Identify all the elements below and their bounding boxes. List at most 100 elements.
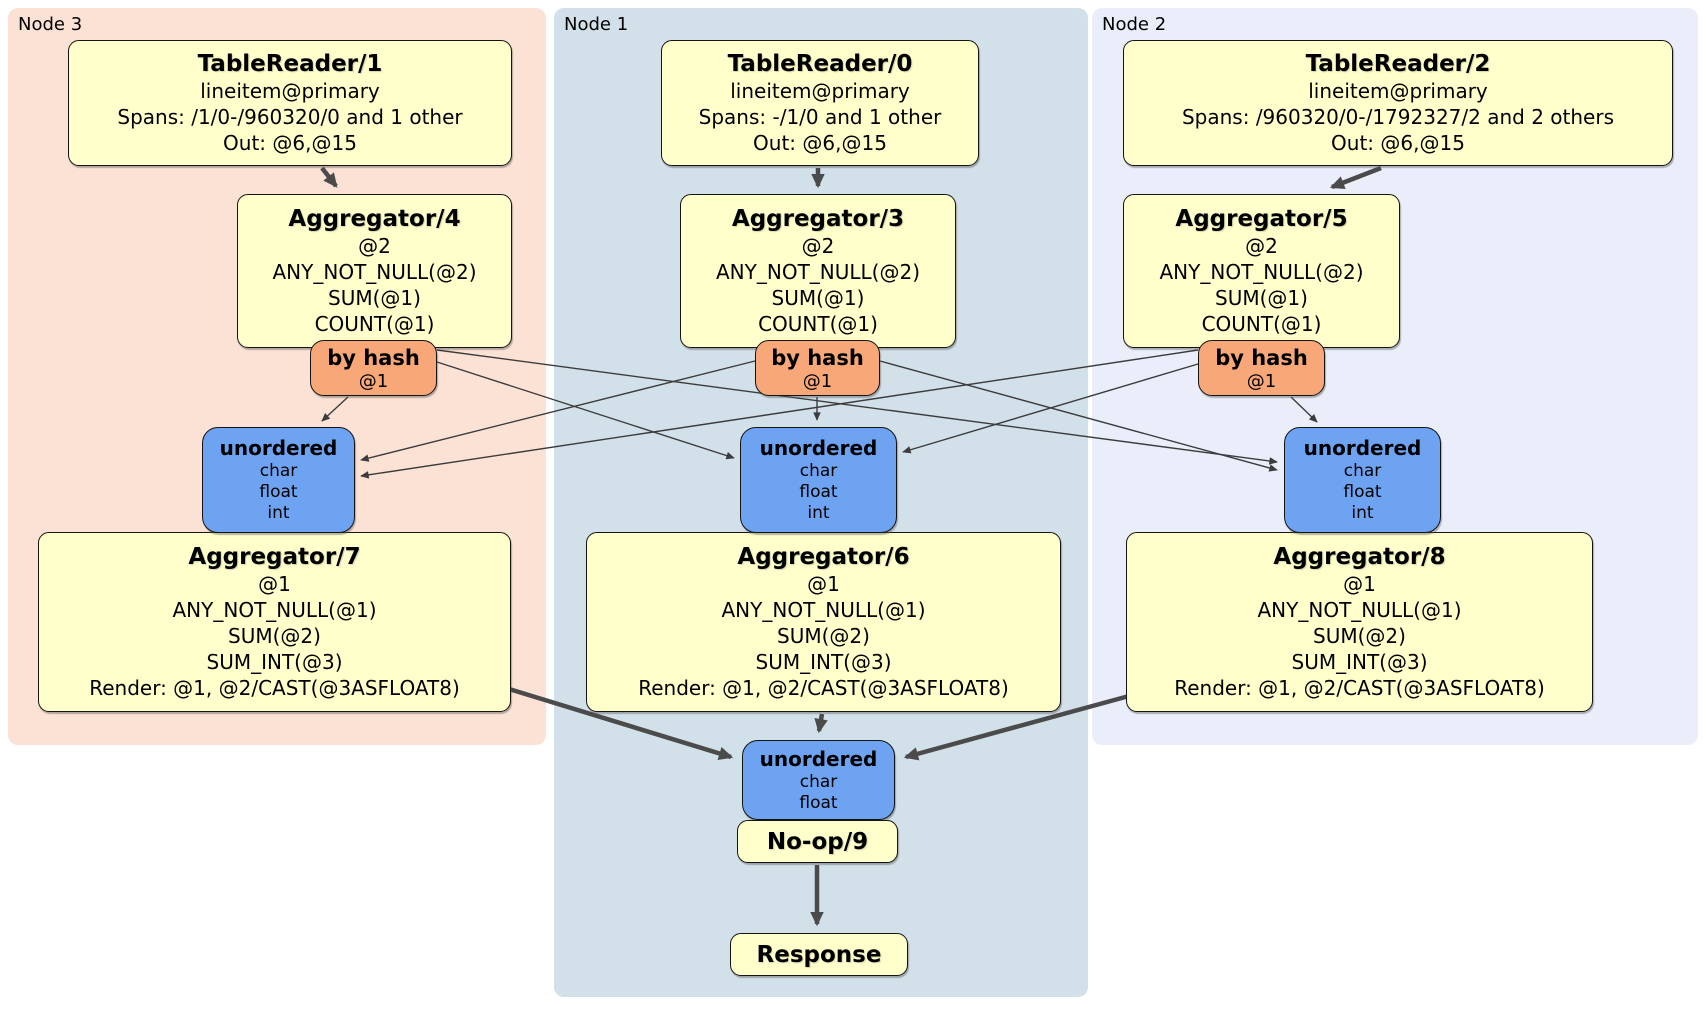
agg-group-cols: @2 <box>1245 234 1278 258</box>
agg-fn: COUNT(@1) <box>758 312 878 336</box>
agg-fn: COUNT(@1) <box>1201 312 1322 336</box>
router-title: by hash <box>771 345 864 370</box>
sync-title: unordered <box>759 746 878 771</box>
router-by-hash-node2: by hash @1 <box>1198 340 1325 396</box>
agg-fn: COUNT(@1) <box>314 312 435 336</box>
sync-unordered-node1: unordered char float int <box>740 427 897 533</box>
processor-title: No-op/9 <box>766 828 869 855</box>
sync-col: float <box>259 482 298 502</box>
processor-response: Response <box>730 933 908 976</box>
processor-index: lineitem@primary <box>730 79 910 103</box>
edge-hash2-sync3 <box>360 349 1199 479</box>
edge-hash3-sync3 <box>321 396 349 422</box>
processor-aggregator-8: Aggregator/8 @1 ANY_NOT_NULL(@1) SUM(@2)… <box>1126 532 1593 712</box>
processor-tablereader-1: TableReader/1 lineitem@primary Spans: /1… <box>68 40 512 166</box>
processor-out: Out: @6,@15 <box>223 131 357 155</box>
agg-render: Render: @1, @2/CAST(@3ASFLOAT8) <box>89 676 460 700</box>
edge-agg8-syncfinal <box>903 693 1130 761</box>
processor-title: Aggregator/8 <box>1273 544 1446 570</box>
agg-fn: SUM(@1) <box>328 286 421 310</box>
router-cols: @1 <box>1246 370 1277 392</box>
agg-fn: SUM(@2) <box>777 624 870 648</box>
processor-spans: Spans: /1/0-/960320/0 and 1 other <box>117 105 463 129</box>
agg-fn: SUM(@1) <box>1215 286 1308 310</box>
processor-title: Response <box>756 941 882 968</box>
router-title: by hash <box>1215 345 1308 370</box>
sync-col: int <box>1351 503 1374 523</box>
processor-title: TableReader/0 <box>727 51 913 77</box>
edge-hash1-sync2 <box>879 360 1278 472</box>
processor-title: Aggregator/3 <box>731 206 905 232</box>
processor-index: lineitem@primary <box>200 79 380 103</box>
processor-tablereader-2: TableReader/2 lineitem@primary Spans: /9… <box>1123 40 1673 166</box>
router-title: by hash <box>327 345 420 370</box>
processor-spans: Spans: -/1/0 and 1 other <box>698 105 942 129</box>
sync-col: char <box>799 461 838 481</box>
processor-out: Out: @6,@15 <box>753 131 887 155</box>
region-node2-label: Node 2 <box>1102 14 1167 35</box>
processor-title: Aggregator/5 <box>1175 206 1348 232</box>
processor-aggregator-3: Aggregator/3 @2 ANY_NOT_NULL(@2) SUM(@1)… <box>680 194 956 348</box>
agg-fn: SUM_INT(@3) <box>206 650 343 674</box>
processor-title: Aggregator/4 <box>288 206 461 232</box>
processor-title: Aggregator/6 <box>737 544 910 570</box>
agg-fn: ANY_NOT_NULL(@2) <box>716 260 920 284</box>
edge-hash3-sync2 <box>436 349 1278 465</box>
region-node1-label: Node 1 <box>564 14 629 35</box>
sync-col: float <box>799 792 838 813</box>
sync-col: float <box>1343 482 1382 502</box>
edge-agg6-syncfinal <box>814 713 828 734</box>
agg-group-cols: @1 <box>258 572 291 596</box>
sync-col: char <box>259 461 298 481</box>
processor-index: lineitem@primary <box>1308 79 1488 103</box>
processor-spans: Spans: /960320/0-/1792327/2 and 2 others <box>1181 105 1614 129</box>
agg-fn: SUM(@2) <box>1313 624 1406 648</box>
edge-tr2-agg5 <box>1329 165 1382 190</box>
agg-group-cols: @2 <box>358 234 391 258</box>
router-by-hash-node1: by hash @1 <box>755 340 880 396</box>
sync-title: unordered <box>219 436 338 460</box>
processor-tablereader-0: TableReader/0 lineitem@primary Spans: -/… <box>661 40 979 166</box>
agg-group-cols: @1 <box>807 572 840 596</box>
agg-fn: ANY_NOT_NULL(@2) <box>1159 260 1364 284</box>
agg-fn: SUM_INT(@3) <box>755 650 892 674</box>
sync-unordered-final: unordered char float <box>742 740 895 820</box>
agg-render: Render: @1, @2/CAST(@3ASFLOAT8) <box>1174 676 1545 700</box>
agg-fn: SUM(@2) <box>228 624 321 648</box>
sync-col: char <box>1343 461 1382 481</box>
agg-fn: ANY_NOT_NULL(@1) <box>172 598 377 622</box>
agg-group-cols: @2 <box>801 234 835 258</box>
router-by-hash-node3: by hash @1 <box>310 340 437 396</box>
processor-noop-9: No-op/9 <box>737 820 898 863</box>
region-node3-label: Node 3 <box>18 14 83 35</box>
sync-title: unordered <box>759 436 878 460</box>
edge-tr1-agg4 <box>320 166 338 188</box>
processor-aggregator-6: Aggregator/6 @1 ANY_NOT_NULL(@1) SUM(@2)… <box>586 532 1061 712</box>
processor-aggregator-4: Aggregator/4 @2 ANY_NOT_NULL(@2) SUM(@1)… <box>237 194 512 348</box>
router-cols: @1 <box>358 370 389 392</box>
agg-group-cols: @1 <box>1343 572 1376 596</box>
edge-hash3-sync1 <box>436 361 735 460</box>
agg-fn: SUM_INT(@3) <box>1291 650 1428 674</box>
sync-unordered-node2: unordered char float int <box>1284 427 1441 533</box>
sync-col: int <box>267 503 290 523</box>
router-cols: @1 <box>802 370 833 392</box>
processor-title: TableReader/1 <box>197 51 383 77</box>
sync-unordered-node3: unordered char float int <box>202 427 355 533</box>
processor-aggregator-7: Aggregator/7 @1 ANY_NOT_NULL(@1) SUM(@2)… <box>38 532 511 712</box>
edge-hash2-sync2 <box>1290 396 1318 423</box>
agg-fn: ANY_NOT_NULL(@1) <box>1257 598 1462 622</box>
agg-fn: SUM(@1) <box>771 286 865 310</box>
sync-col: int <box>807 503 830 523</box>
agg-fn: ANY_NOT_NULL(@1) <box>721 598 926 622</box>
sync-title: unordered <box>1303 436 1422 460</box>
agg-render: Render: @1, @2/CAST(@3ASFLOAT8) <box>638 676 1009 700</box>
processor-title: TableReader/2 <box>1305 51 1491 77</box>
processor-out: Out: @6,@15 <box>1331 131 1465 155</box>
edge-hash1-sync3 <box>360 360 756 462</box>
edge-agg7-syncfinal <box>508 686 734 760</box>
processor-title: Aggregator/7 <box>188 544 361 570</box>
processor-aggregator-5: Aggregator/5 @2 ANY_NOT_NULL(@2) SUM(@1)… <box>1123 194 1400 348</box>
